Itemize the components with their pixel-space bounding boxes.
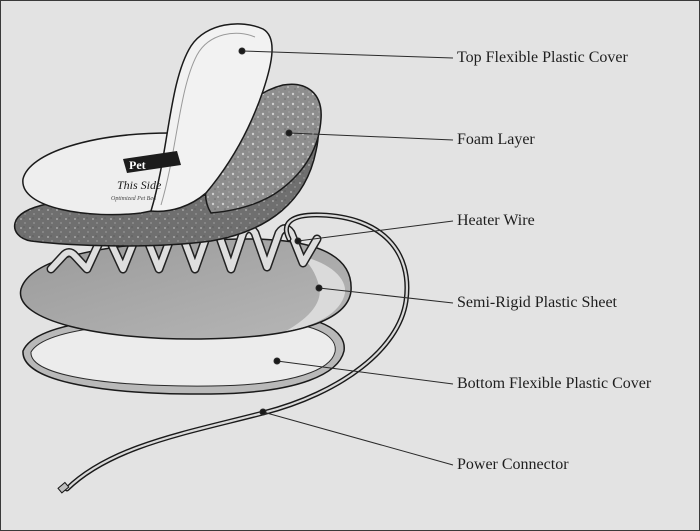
label-power-connector: Power Connector <box>457 456 569 473</box>
label-heater-wire: Heater Wire <box>457 212 535 229</box>
label-semi-rigid-plastic-sheet: Semi-Rigid Plastic Sheet <box>457 294 617 311</box>
label-bottom-flexible-plastic-cover: Bottom Flexible Plastic Cover <box>457 375 652 392</box>
product-fine-print: Optimized Pet Bed <box>111 196 157 202</box>
power-cord-shape <box>57 212 410 494</box>
product-side-text: This Side <box>117 178 162 192</box>
top-cover-shape: Pet This Side Optimized Pet Bed <box>22 23 273 216</box>
label-top-flexible-plastic-cover: Top Flexible Plastic Cover <box>457 49 628 66</box>
product-brand-text: Pet <box>129 158 146 172</box>
label-foam-layer: Foam Layer <box>457 131 535 148</box>
leader-lines <box>238 47 454 466</box>
